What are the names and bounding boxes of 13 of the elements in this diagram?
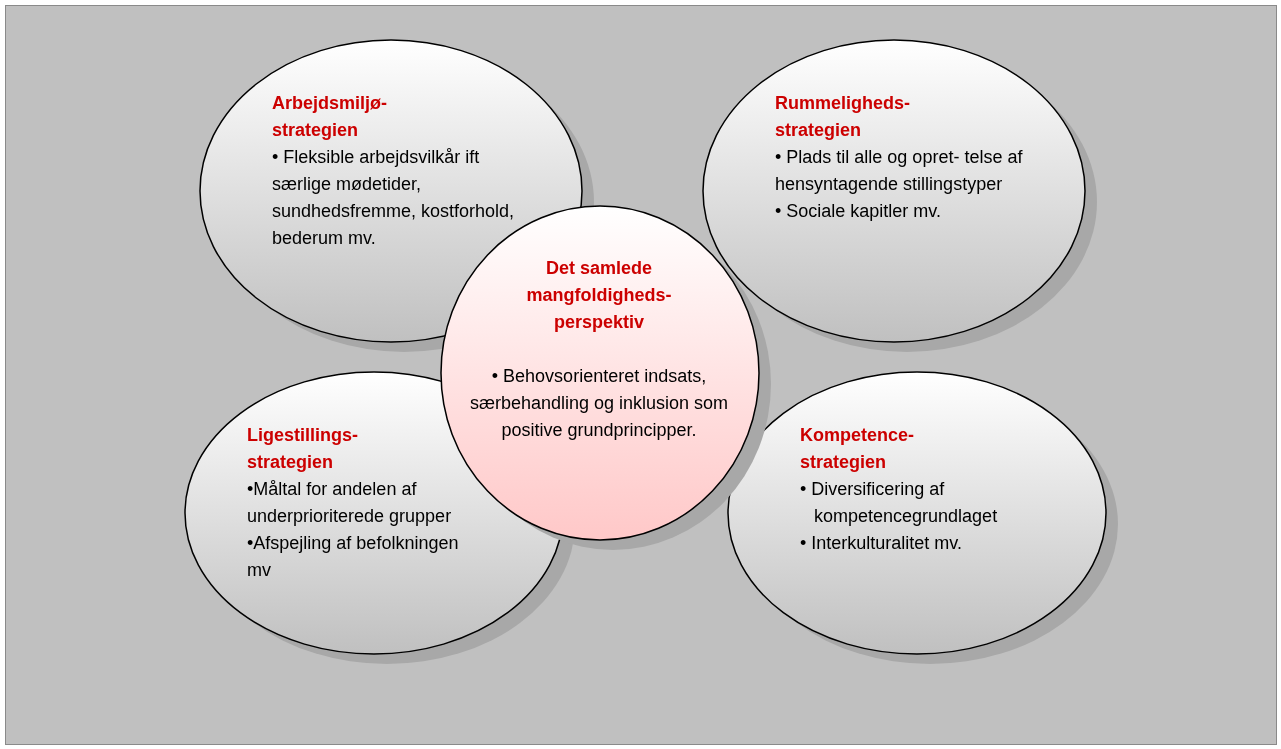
bullet-text: •Afspejling af befolkningen mv: [247, 532, 460, 582]
heading-text: Ligestillings- strategien: [247, 424, 359, 474]
heading-text: Kompetence- strategien: [800, 424, 916, 474]
bullet-text: •Måltal for andelen af underprioriterede grupper: [247, 478, 453, 528]
bullet-text: • Sociale kapitler mv.: [775, 200, 943, 223]
bullet-text: • Fleksible arbejdsvilkår ift særlige mødetider, sundhedsfremme, kostforhold, bederum mv.: [272, 146, 516, 250]
bullet-text: • Interkulturalitet mv.: [800, 532, 964, 555]
bullet-text: • Diversificering af kompetencegrundlaget: [800, 478, 999, 528]
heading-text: Det samlede mangfoldigheds- perspektiv: [525, 257, 673, 334]
heading-text: Arbejdsmiljø- strategien: [272, 92, 388, 142]
bullet-text: • Behovsorienteret indsats, særbehandling og inklusion som positive grundprincipper.: [468, 365, 730, 442]
heading-text: Rummeligheds- strategien: [775, 92, 912, 142]
bullet-text: • Plads til alle og opret- telse af hensyntagende stillingstyper: [775, 146, 1024, 196]
